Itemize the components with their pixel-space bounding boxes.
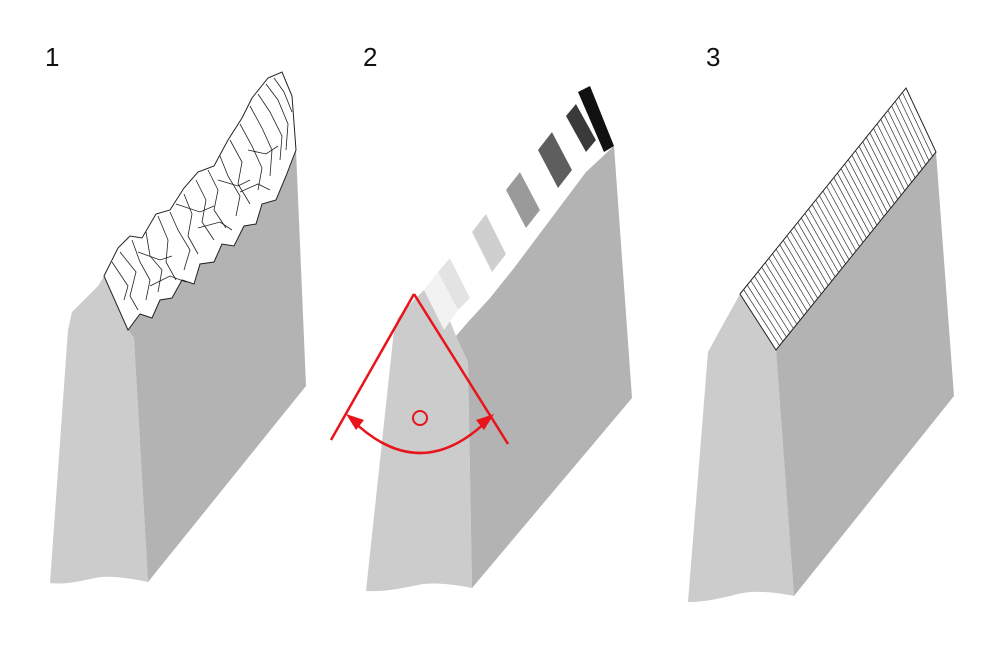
blade-3-front-face [688,294,794,602]
angle-arrowhead-left-icon [346,414,364,430]
step-band-3 [450,232,492,298]
hatch-line [743,289,780,346]
step-band-12 [578,86,614,152]
hatch-line [851,155,885,217]
blade-1-front-face [50,276,148,584]
hatch-line [775,249,812,308]
step-band-4 [472,214,506,272]
blade-1 [50,71,306,584]
angle-marker [329,293,510,455]
hatch-line [887,110,919,174]
angle-line-left [329,293,416,441]
blade-2-front-face [366,290,472,592]
step-band-8 [538,132,572,188]
panel-number-1: 1 [45,42,60,72]
hatch-line [891,105,923,170]
blade-2 [329,86,632,592]
hatch-line [779,244,815,303]
panel-number-3: 3 [706,42,721,72]
hatch-line [880,119,913,183]
hatch-line [898,96,930,161]
blade-3-hatched-bevel [739,87,937,351]
hatch-line [754,275,791,333]
hatch-line [815,199,850,260]
hatch-line [811,204,846,265]
hatch-line [844,163,878,226]
hatch-line [837,172,871,234]
hatch-line [790,231,826,290]
hatch-line [829,181,864,243]
hatch-line [840,168,874,230]
hatch-line [902,92,933,157]
hatch-line [765,262,801,321]
step-band-1 [424,272,458,330]
blade-2-side-face [456,146,632,588]
blade-1-side-face [128,150,306,582]
panel-number-2: 2 [363,42,378,72]
hatch-line [819,195,853,256]
hatch-line [772,253,808,312]
hatch-line [782,240,819,299]
blade-3-bevel-hatching [743,92,933,346]
hatch-line [876,123,909,187]
blade-1-scratch-lines [111,77,293,311]
hatch-line [865,137,899,200]
hatch-line [808,208,843,269]
hatch-line [797,222,833,282]
hatch-line [883,114,916,178]
step-band-7 [520,150,558,210]
hatch-line [855,150,888,213]
hatch-line [804,213,839,273]
step-band-5 [486,190,526,254]
hatch-line [786,235,822,295]
blade-3 [688,87,954,602]
hatch-line [800,217,836,277]
hatch-line [761,266,798,325]
step-band-10 [566,104,596,152]
hatch-line [750,280,787,338]
blade-3-side-face [776,152,954,596]
hatch-line [858,146,892,209]
blade-2-step-bands [424,86,614,330]
blade-1-rough-bevel [103,71,297,331]
hatch-line [822,190,857,252]
hatch-line [833,177,867,239]
hatch-line [768,258,805,316]
hatch-line [862,141,895,204]
step-band-2 [438,258,470,310]
hatch-line [793,226,829,286]
hatch-line [847,159,881,222]
step-band-9 [552,116,586,170]
angle-arc [351,419,489,455]
degree-symbol [412,410,428,426]
hatch-line [826,186,860,247]
hatch-line [757,271,794,329]
angle-arrowhead-right-icon [476,414,494,430]
hatch-line [873,128,906,191]
hatch-line [746,284,784,342]
hatch-line [894,101,926,166]
hatch-line [869,132,902,196]
angle-line-right [412,293,510,445]
step-band-6 [506,172,540,228]
